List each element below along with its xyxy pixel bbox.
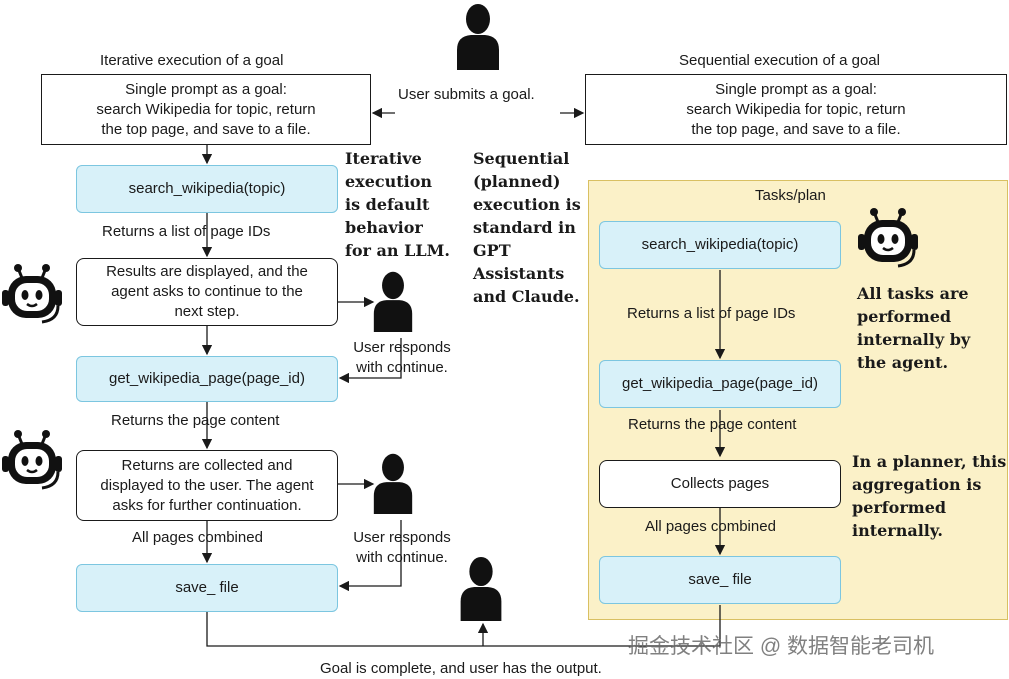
completion-line <box>206 605 721 647</box>
right-title: Sequential execution of a goal <box>679 52 880 69</box>
left-goal-line-3: the top page, and save to a file. <box>101 120 311 138</box>
left-title: Iterative execution of a goal <box>100 52 284 69</box>
right-returns-ids-label: Returns a list of page IDs <box>627 305 796 322</box>
watermark-text: 掘金技术社区 @ 数据智能老司机 <box>628 635 934 658</box>
results-line-2: agent asks to continue to the <box>111 283 303 300</box>
person-silhouette-icon <box>373 453 413 515</box>
right-get-wikipedia-page-box: get_wikipedia_page(page_id) <box>599 360 841 408</box>
right-goal-line-3: the top page, and save to a file. <box>691 120 901 138</box>
left-results-displayed-box: Results are displayed, and the agent ask… <box>76 258 338 326</box>
tasks-plan-label: Tasks/plan <box>755 187 826 204</box>
sequential-note: Sequential (planned) execution is standa… <box>473 149 581 306</box>
left-save-file-box: save_ file <box>76 564 338 612</box>
right-collects-pages-box: Collects pages <box>599 460 841 508</box>
user-responds-1-line-2: with continue. <box>356 359 448 376</box>
left-goal-line-1: Single prompt as a goal: <box>125 80 287 98</box>
left-goal-box: Single prompt as a goal: search Wikipedi… <box>41 74 371 145</box>
right-goal-line-1: Single prompt as a goal: <box>715 80 877 98</box>
collected-line-2: displayed to the user. The agent <box>100 476 314 494</box>
collected-line-1: Returns are collected and <box>121 456 293 474</box>
user-responds-2-line-1: User responds <box>353 529 451 546</box>
right-all-combined-label: All pages combined <box>645 518 776 535</box>
left-returns-content-label: Returns the page content <box>111 412 280 429</box>
user-responds-2-line-2: with continue. <box>356 549 448 566</box>
person-silhouette-icon <box>457 4 499 70</box>
collected-line-3: asks for further continuation. <box>112 496 302 514</box>
left-goal-line-2: search Wikipedia for topic, return <box>96 100 316 118</box>
arrow-user-to-save <box>338 520 402 592</box>
right-goal-line-2: search Wikipedia for topic, return <box>686 100 906 118</box>
robot-headset-icon <box>2 430 62 490</box>
user-submits-label: User submits a goal. <box>398 86 535 103</box>
planner-aggregation-note: In a planner, this aggregation is perfor… <box>852 452 1007 540</box>
robot-headset-icon <box>858 208 918 268</box>
iterative-note: Iterative execution is default behavior … <box>345 149 450 260</box>
right-returns-content-label: Returns the page content <box>628 416 797 433</box>
right-search-wikipedia-box: search_wikipedia(topic) <box>599 221 841 269</box>
person-silhouette-icon <box>373 271 413 333</box>
user-responds-1-line-1: User responds <box>353 339 451 356</box>
user-responds-label-1: User responds with continue. <box>341 338 463 378</box>
internal-tasks-note: All tasks are performed internally by th… <box>857 284 971 372</box>
left-returns-collected-box: Returns are collected and displayed to t… <box>76 450 338 521</box>
left-get-wikipedia-page-box: get_wikipedia_page(page_id) <box>76 356 338 402</box>
results-line-1: Results are displayed, and the <box>106 263 308 280</box>
left-all-combined-label: All pages combined <box>132 529 263 546</box>
left-returns-ids-label: Returns a list of page IDs <box>102 223 271 240</box>
person-silhouette-icon <box>460 556 502 621</box>
arrow-user-to-getpage <box>338 338 402 384</box>
left-search-wikipedia-box: search_wikipedia(topic) <box>76 165 338 213</box>
right-save-file-box: save_ file <box>599 556 841 604</box>
robot-headset-icon <box>2 264 62 324</box>
goal-complete-label: Goal is complete, and user has the outpu… <box>320 660 602 677</box>
results-line-3: next step. <box>174 303 240 320</box>
user-responds-label-2: User responds with continue. <box>341 528 463 568</box>
right-goal-box: Single prompt as a goal: search Wikipedi… <box>585 74 1007 145</box>
